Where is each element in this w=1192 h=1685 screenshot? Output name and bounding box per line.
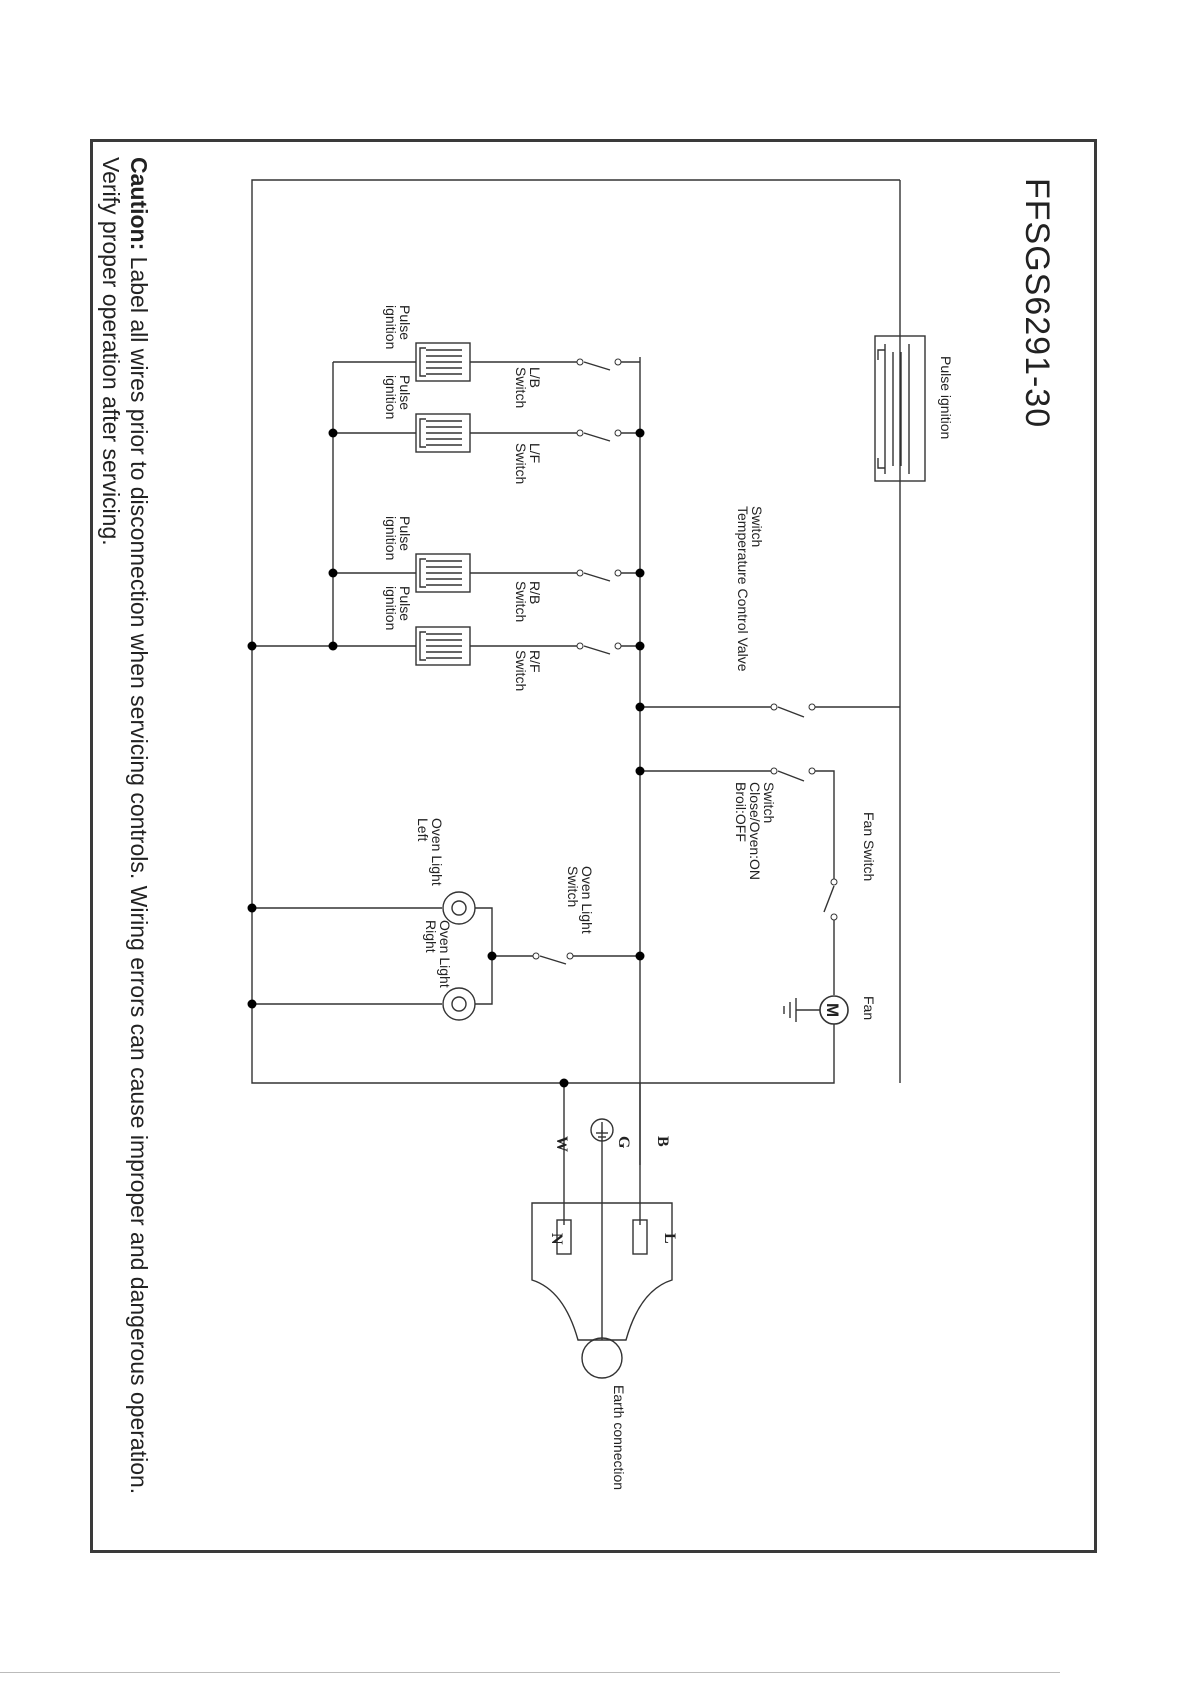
- pulse-ignition-main-icon: [874, 335, 926, 482]
- label-oven-light-left-2: Left: [415, 818, 431, 841]
- switch-oven-light: [532, 952, 574, 965]
- motor-letter: M: [823, 1003, 842, 1017]
- switch-lf: [576, 429, 622, 442]
- fan-motor-icon: M: [783, 995, 849, 1025]
- label-lf-switch-1: L/F: [527, 443, 543, 463]
- wires: [251, 179, 901, 1340]
- oven-light-right-icon: [442, 987, 476, 1021]
- caution-text: Label all wires prior to disconnection w…: [126, 250, 152, 1494]
- label-ignition-1a: ignition: [383, 305, 399, 349]
- terminal-label-l: L: [661, 1233, 678, 1244]
- label-lb-switch-2: Switch: [513, 367, 529, 408]
- label-mode-switch-1: Switch: [761, 782, 777, 823]
- label-temp-valve-1: Switch: [749, 506, 765, 547]
- label-oven-light-right-1: Oven Light: [437, 920, 453, 988]
- wire-label-b: B: [654, 1136, 671, 1147]
- label-fan-switch: Fan Switch: [861, 812, 877, 881]
- labels: Pulse ignition L/B Switch L/F Switch R/B…: [383, 305, 954, 1490]
- page-bottom-rule: [0, 1672, 1060, 1673]
- oven-light-left-icon: [442, 891, 476, 925]
- switch-mode: [770, 767, 816, 782]
- label-rb-switch-1: R/B: [527, 581, 543, 604]
- label-mode-switch-3: Broil:OFF: [733, 782, 749, 842]
- label-ignition-2a: ignition: [383, 516, 399, 560]
- caution-line-2: Verify proper operation after servicing.: [98, 157, 124, 546]
- pulse-ignition-module-1-icon: [415, 342, 471, 382]
- label-ignition-2b: ignition: [383, 586, 399, 630]
- label-fan: Fan: [861, 996, 877, 1020]
- label-lb-switch-1: L/B: [527, 367, 543, 388]
- label-oven-light-switch-1: Oven Light: [579, 866, 595, 934]
- junctions: [247, 428, 645, 1088]
- label-mode-switch-2: Close/Oven:ON: [747, 782, 763, 880]
- label-oven-light-switch-2: Switch: [565, 866, 581, 907]
- label-oven-light-left-1: Oven Light: [429, 818, 445, 886]
- pulse-ignition-module-3-icon: [415, 553, 471, 593]
- label-rf-switch-2: Switch: [513, 650, 529, 691]
- label-temp-valve-2: Temperature Control Valve: [735, 506, 751, 672]
- label-earth: Earth connection: [611, 1385, 627, 1490]
- pulse-ignition-module-4-icon: [415, 626, 471, 666]
- switch-temperature-valve: [770, 703, 816, 718]
- wire-letters: B G W L N: [548, 1136, 678, 1245]
- model-title: FFSGS6291-30: [1018, 178, 1056, 428]
- terminal-label-n: N: [548, 1233, 565, 1245]
- label-pulse-1b: Pulse: [397, 375, 413, 410]
- label-pulse-1a: Pulse: [397, 305, 413, 340]
- power-plug-icon: [531, 1202, 673, 1379]
- wire-label-g: G: [615, 1136, 632, 1149]
- ground-symbol-icon: [590, 1118, 614, 1142]
- label-pulse-2a: Pulse: [397, 516, 413, 551]
- label-rf-switch-1: R/F: [527, 650, 543, 673]
- label-pulse-2b: Pulse: [397, 586, 413, 621]
- pulse-ignition-module-2-icon: [415, 413, 471, 453]
- switch-rf: [576, 642, 622, 655]
- switch-lb: [576, 358, 622, 371]
- switch-rb: [576, 569, 622, 582]
- caution-line-1: Caution: Label all wires prior to discon…: [126, 157, 152, 1494]
- label-rb-switch-2: Switch: [513, 581, 529, 622]
- switch-fan: [823, 878, 838, 921]
- caution-heading: Caution:: [126, 157, 152, 250]
- label-pulse-ignition-main: Pulse ignition: [938, 356, 954, 439]
- wire-label-w: W: [553, 1136, 570, 1152]
- diagram-frame: [90, 139, 1097, 1553]
- label-oven-light-right-2: Right: [423, 920, 439, 953]
- label-lf-switch-2: Switch: [513, 443, 529, 484]
- label-ignition-1b: ignition: [383, 375, 399, 419]
